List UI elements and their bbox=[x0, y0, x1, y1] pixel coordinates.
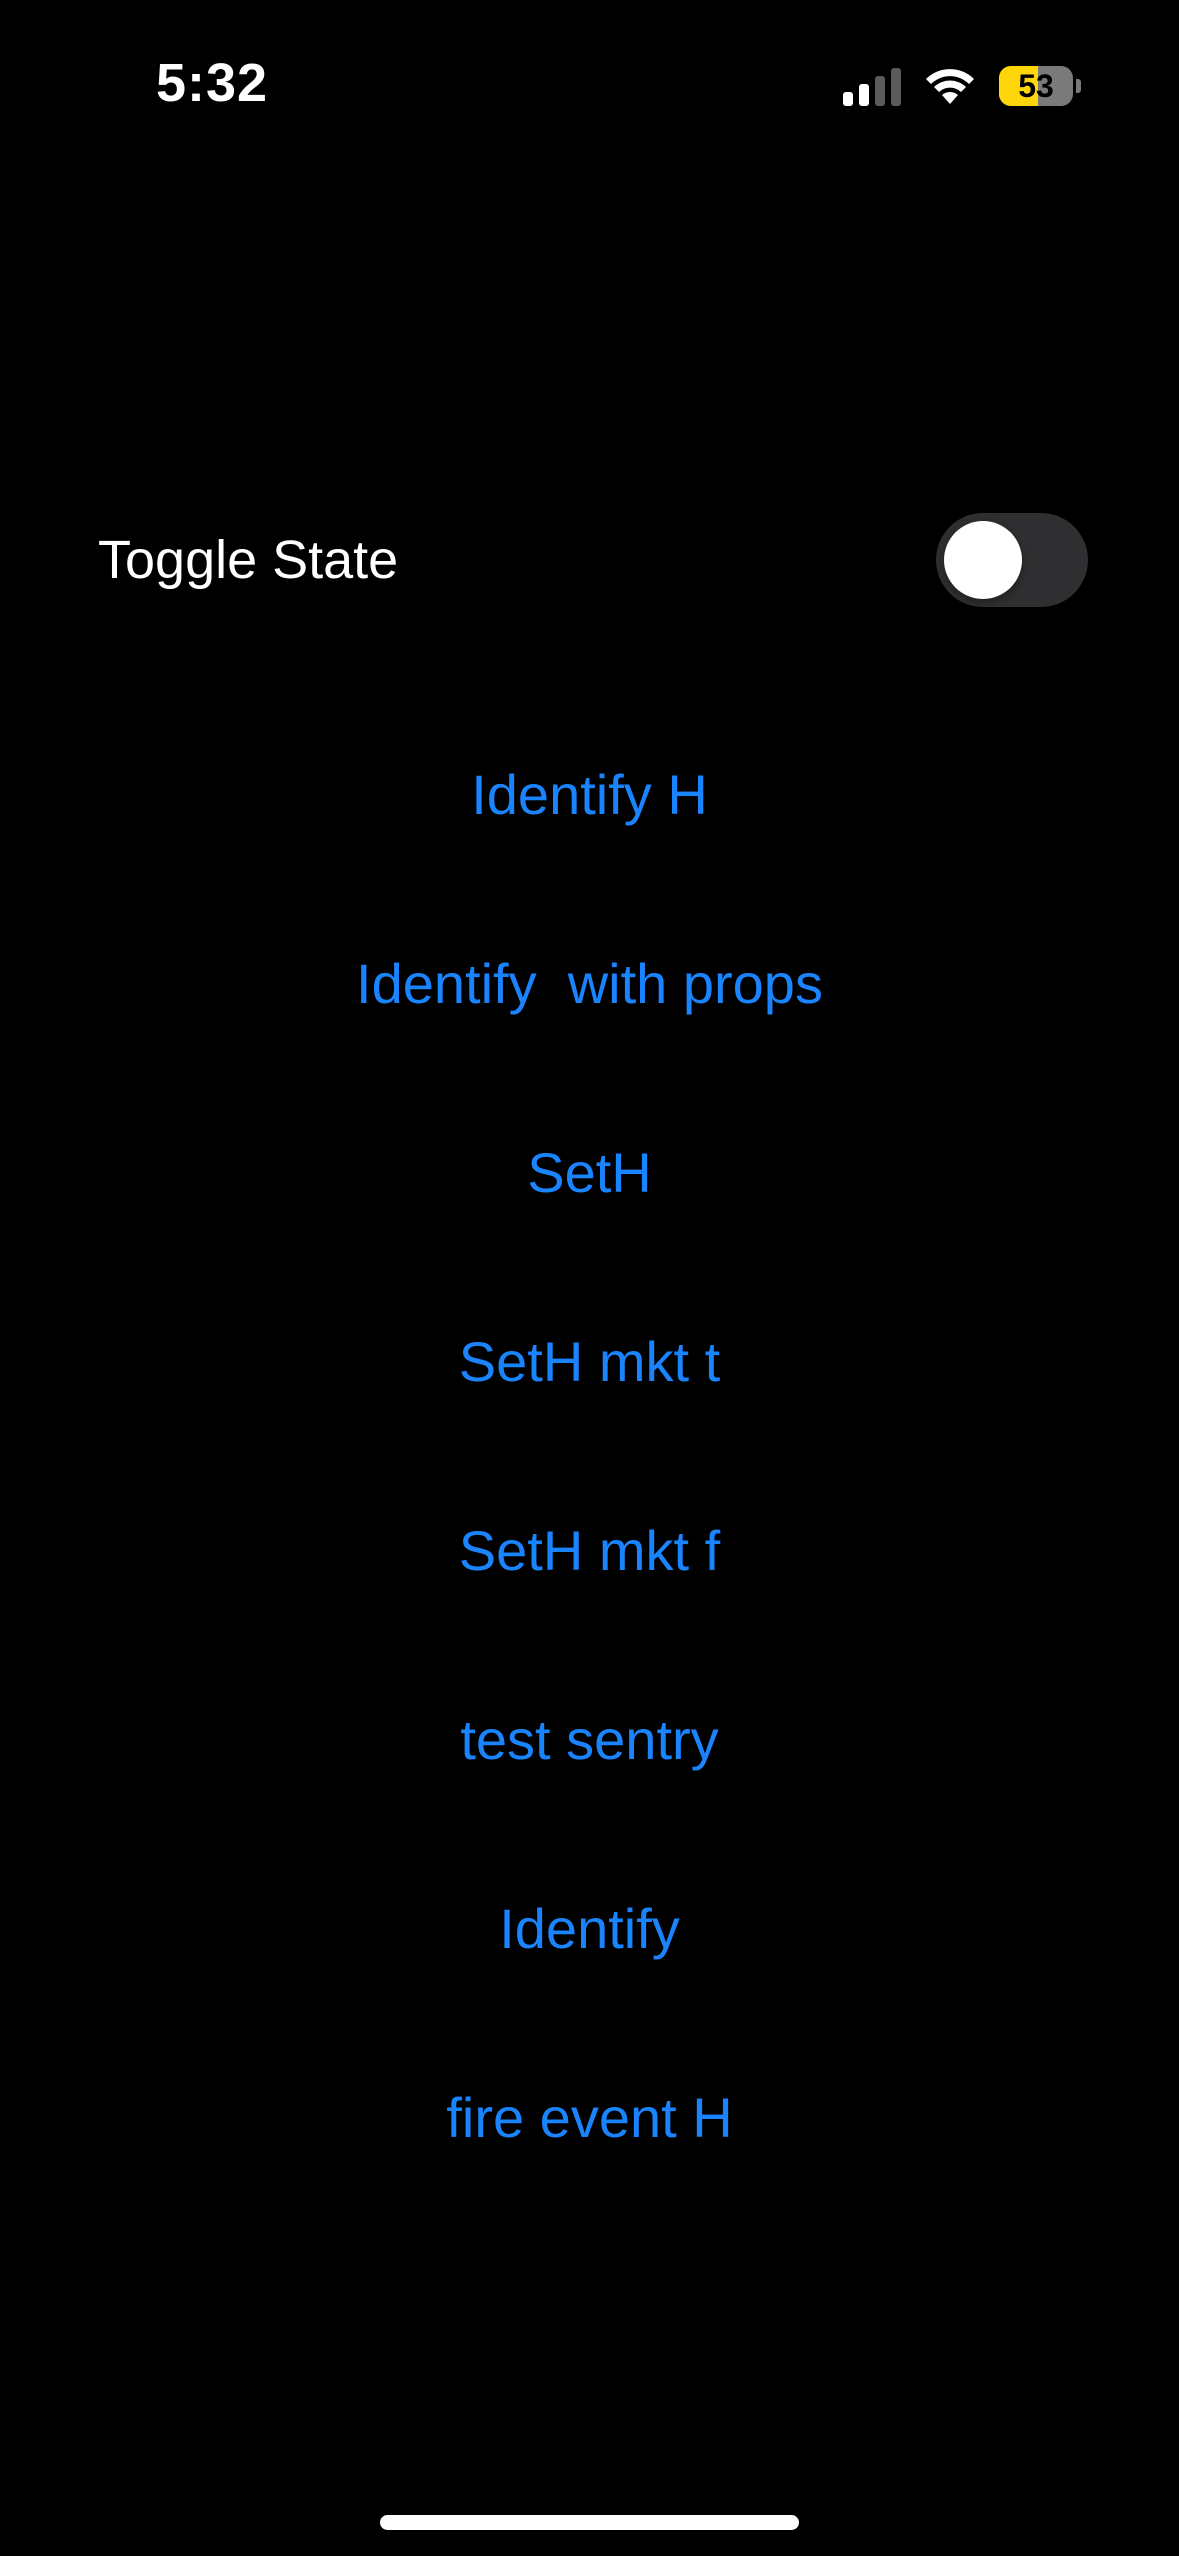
fire-event-h-button[interactable]: fire event H bbox=[0, 2023, 1179, 2212]
action-list: Identify H Identify with props SetH SetH… bbox=[0, 700, 1179, 2212]
signal-bar bbox=[859, 84, 869, 106]
status-icons: 53 bbox=[843, 62, 1081, 110]
identify-button[interactable]: Identify bbox=[0, 1834, 1179, 2023]
identify-h-button[interactable]: Identify H bbox=[0, 700, 1179, 889]
signal-bar bbox=[843, 92, 853, 106]
identify-with-props-button[interactable]: Identify with props bbox=[0, 889, 1179, 1078]
switch-knob[interactable] bbox=[944, 521, 1022, 599]
signal-bar bbox=[891, 68, 901, 106]
battery-icon: 53 bbox=[999, 66, 1081, 106]
wifi-icon bbox=[923, 66, 977, 106]
signal-bar bbox=[875, 76, 885, 106]
status-bar: 5:32 53 bbox=[0, 0, 1179, 170]
home-indicator[interactable] bbox=[380, 2515, 799, 2530]
seth-mkt-t-button[interactable]: SetH mkt t bbox=[0, 1267, 1179, 1456]
toggle-state-row: Toggle State bbox=[98, 510, 1088, 610]
status-time: 5:32 bbox=[156, 53, 269, 113]
battery-body: 53 bbox=[999, 66, 1073, 106]
seth-mkt-f-button[interactable]: SetH mkt f bbox=[0, 1456, 1179, 1645]
cellular-signal-icon bbox=[843, 66, 901, 106]
toggle-state-switch[interactable] bbox=[936, 513, 1088, 607]
battery-fill bbox=[999, 66, 1039, 106]
seth-button[interactable]: SetH bbox=[0, 1078, 1179, 1267]
battery-cap bbox=[1076, 79, 1081, 93]
battery-percentage: 53 bbox=[1018, 67, 1054, 104]
test-sentry-button[interactable]: test sentry bbox=[0, 1645, 1179, 1834]
toggle-state-label: Toggle State bbox=[98, 530, 399, 590]
